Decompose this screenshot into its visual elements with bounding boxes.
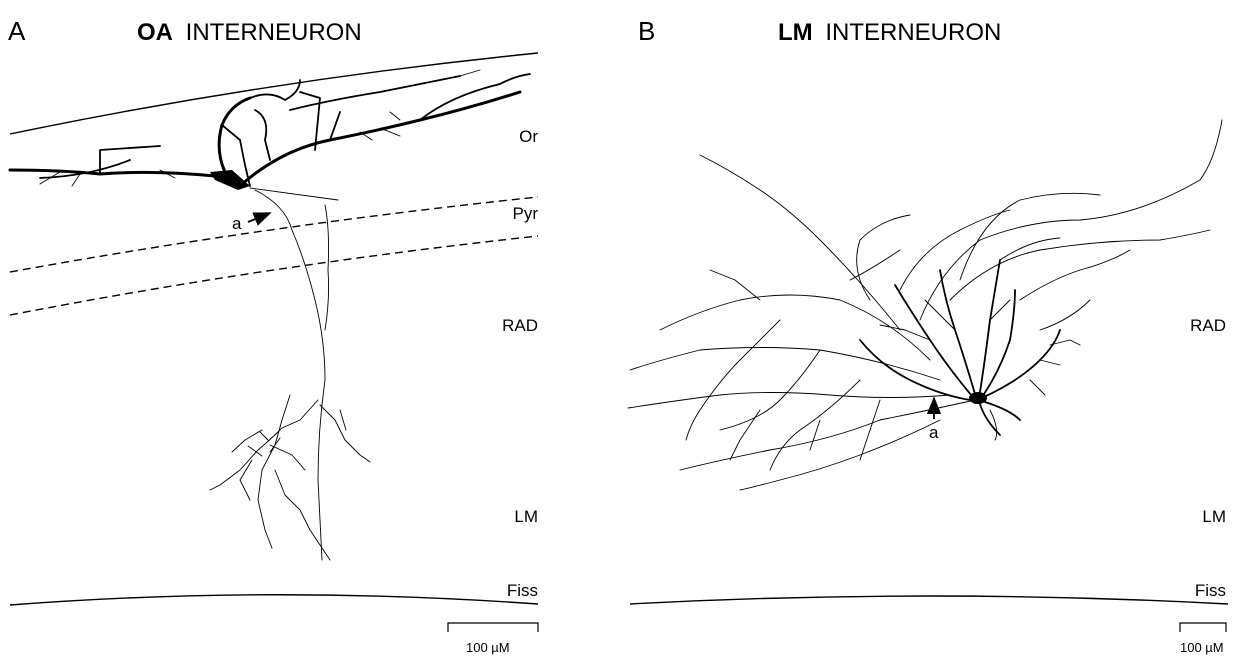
panel-a-letter: A	[8, 16, 26, 46]
lm-dendrite	[984, 290, 1015, 394]
panel-b-title: LM INTERNEURON	[778, 19, 1001, 46]
lm-axon-arbor	[720, 350, 860, 470]
pyramidal-upper-boundary	[10, 197, 538, 272]
lm-dendrite-twig	[880, 300, 1060, 365]
scale-label-a: 100 µM	[466, 640, 510, 655]
layer-label-lm-b: LM	[1202, 507, 1226, 526]
scale-bar-a	[448, 623, 538, 632]
alveus-boundary	[10, 53, 538, 134]
layer-label-lm-a: LM	[514, 507, 538, 526]
lm-axon-arbor	[900, 210, 1010, 290]
oa-axon-arbor	[320, 405, 370, 462]
panel-a-title: OA INTERNEURON	[137, 19, 362, 46]
oa-axon-arbor	[210, 400, 318, 490]
lm-dendrite	[980, 402, 1020, 435]
panel-b-title-rest: INTERNEURON	[819, 19, 1002, 46]
axon-arrow-a	[248, 213, 270, 222]
panel-a-title-bold: OA	[137, 19, 173, 46]
oa-axon-collateral	[250, 188, 338, 200]
lm-axon-arbor	[960, 193, 1100, 280]
layer-label-or: Or	[519, 127, 538, 146]
oa-dendrite-branch	[40, 160, 130, 178]
layer-label-rad-b: RAD	[1190, 316, 1226, 335]
layer-label-rad-a: RAD	[502, 316, 538, 335]
lm-dendrite	[860, 340, 970, 400]
scale-bar-b	[1180, 623, 1226, 632]
lm-axon-arbor	[1000, 238, 1130, 330]
lm-axon-arbor	[628, 393, 950, 409]
lm-axon-arbor	[920, 120, 1222, 320]
panel-a-title-rest: INTERNEURON	[179, 19, 362, 46]
scale-label-b: 100 µM	[1180, 640, 1224, 655]
oa-dendrite-left	[10, 170, 215, 176]
panel-b-title-bold: LM	[778, 19, 813, 46]
layer-label-fiss-a: Fiss	[507, 581, 538, 600]
pyramidal-lower-boundary	[10, 236, 538, 315]
layer-label-pyr: Pyr	[513, 204, 539, 223]
panel-b: B LM INTERNEURON RAD LM Fiss	[628, 16, 1228, 655]
oa-dendrite-branch	[255, 110, 270, 160]
lm-dendrite	[895, 285, 972, 396]
lm-dendrite	[940, 270, 975, 394]
oa-dendrite-right	[240, 92, 520, 186]
oa-axon-arbor	[258, 395, 290, 548]
lm-axon-arbor	[740, 420, 940, 490]
lm-dendrite	[986, 330, 1060, 396]
axon-marker-a-panel-b: a	[929, 423, 939, 442]
fissure-boundary-b	[630, 596, 1228, 604]
axon-marker-a-panel-a: a	[232, 214, 242, 233]
oa-axon	[255, 190, 325, 560]
oa-soma	[210, 170, 250, 190]
panel-b-letter: B	[638, 16, 655, 46]
lm-axon-arbor	[950, 230, 1210, 300]
layer-label-fiss-b: Fiss	[1195, 581, 1226, 600]
lm-axon-arbor	[630, 348, 940, 381]
lm-axon-arbor	[686, 270, 780, 440]
lm-interneuron-drawing	[628, 120, 1222, 490]
oa-interneuron-drawing	[10, 70, 530, 560]
lm-axon-arbor	[700, 155, 900, 330]
panel-a: A OA INTERNEURON Or Pyr RAD LM Fiss	[8, 16, 538, 655]
oa-axon-branch	[325, 205, 329, 330]
lm-axon-arbor	[990, 340, 1080, 440]
oa-dendrite-branch	[290, 76, 460, 110]
fissure-boundary-a	[10, 595, 538, 605]
